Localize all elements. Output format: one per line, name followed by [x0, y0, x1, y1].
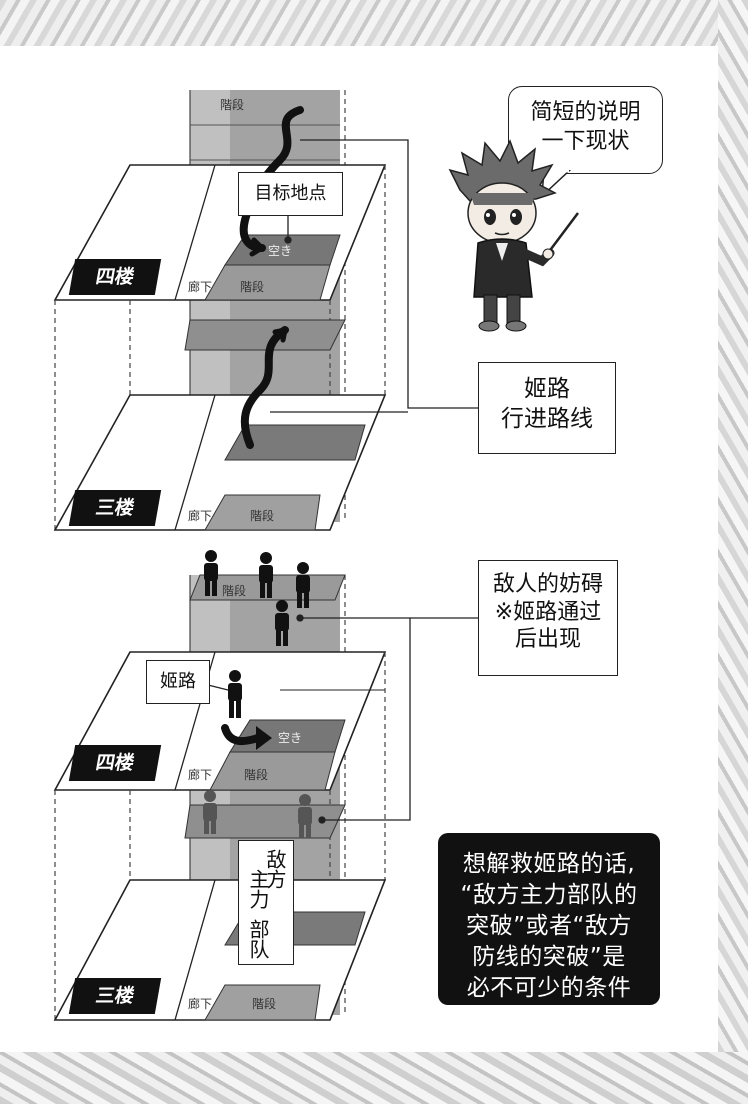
- empty-room-label: 空き: [278, 731, 303, 745]
- callout-connectors-top: [270, 139, 478, 413]
- decorative-border-top: [0, 0, 748, 46]
- corridor-label: 廊下: [188, 280, 213, 294]
- stairs-label: 階段: [220, 98, 245, 112]
- route-callout: 姬路 行进路线: [478, 362, 616, 454]
- decorative-border-bottom: [0, 1052, 748, 1104]
- callout-connectors-bottom: [199, 614, 478, 824]
- person-icon: [296, 562, 310, 608]
- route-arrow-icon: [221, 724, 272, 750]
- floor-tag-third-bottom: 三楼: [68, 978, 162, 1014]
- stair-landing-top: [184, 319, 346, 351]
- teacher-character-icon: [448, 139, 579, 332]
- person-icon: [298, 794, 312, 838]
- floor-tag-fourth: 四楼: [68, 259, 162, 295]
- decorative-border-right: [718, 0, 748, 1104]
- target-point-callout: 目标地点: [238, 172, 343, 216]
- corridor-label: 廊下: [188, 768, 213, 782]
- condition-note: 想解救姬路的话, “敌方主力部队的 突破”或者“敌方 防线的突破”是 必不可少的…: [438, 833, 660, 1005]
- person-icon: [203, 790, 217, 834]
- stairs-label: 階段: [252, 997, 277, 1011]
- person-icon: [259, 552, 273, 598]
- corridor-label: 廊下: [188, 997, 213, 1011]
- corridor-label: 廊下: [188, 509, 213, 523]
- floor-tag-third: 三楼: [68, 490, 162, 526]
- person-icon: [275, 600, 289, 646]
- stairs-label: 階段: [240, 280, 265, 294]
- person-icon: [228, 670, 242, 718]
- person-icon: [204, 550, 218, 596]
- enemy-callout: 敌人的妨碍 ※姬路通过 后出现: [478, 560, 618, 676]
- enemy-main-force-callout: 敌方 主力 部队: [238, 840, 294, 965]
- stairs-label: 階段: [244, 768, 269, 782]
- empty-room-label: 空き: [268, 244, 293, 258]
- stairs-label: 階段: [222, 584, 247, 598]
- stairs-label: 階段: [250, 509, 275, 523]
- himeji-callout: 姬路: [146, 660, 210, 704]
- floor-tag-fourth-bottom: 四楼: [68, 745, 162, 781]
